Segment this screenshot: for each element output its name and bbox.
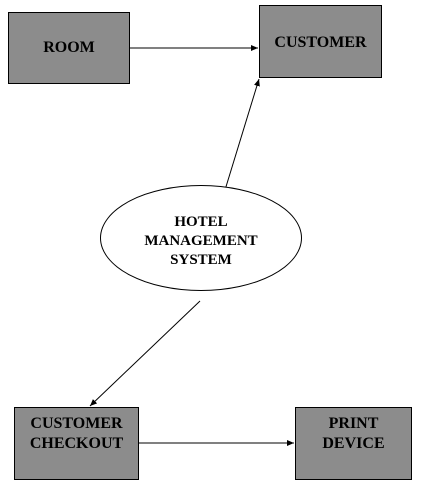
- customer-label: CUSTOMER: [274, 34, 367, 51]
- process-label-line-1: HOTEL: [174, 214, 228, 230]
- hotel-management-system-process: HOTEL MANAGEMENT SYSTEM: [100, 185, 302, 291]
- print-label-line-1: PRINT: [328, 415, 379, 432]
- process-label-line-3: SYSTEM: [170, 252, 232, 268]
- checkout-label-line-2: CHECKOUT: [29, 435, 124, 452]
- customer-checkout-entity: CUSTOMER CHECKOUT: [14, 407, 139, 480]
- print-label-line-2: DEVICE: [322, 435, 385, 452]
- arrow-system-to-customer: [224, 78, 260, 191]
- customer-entity: CUSTOMER: [259, 5, 382, 78]
- arrow-system-to-checkout: [89, 300, 201, 407]
- checkout-label-line-1: CUSTOMER: [30, 415, 123, 432]
- room-label: ROOM: [43, 39, 95, 56]
- print-device-entity: PRINT DEVICE: [295, 407, 412, 480]
- room-entity: ROOM: [8, 12, 130, 84]
- process-label-line-2: MANAGEMENT: [144, 233, 258, 249]
